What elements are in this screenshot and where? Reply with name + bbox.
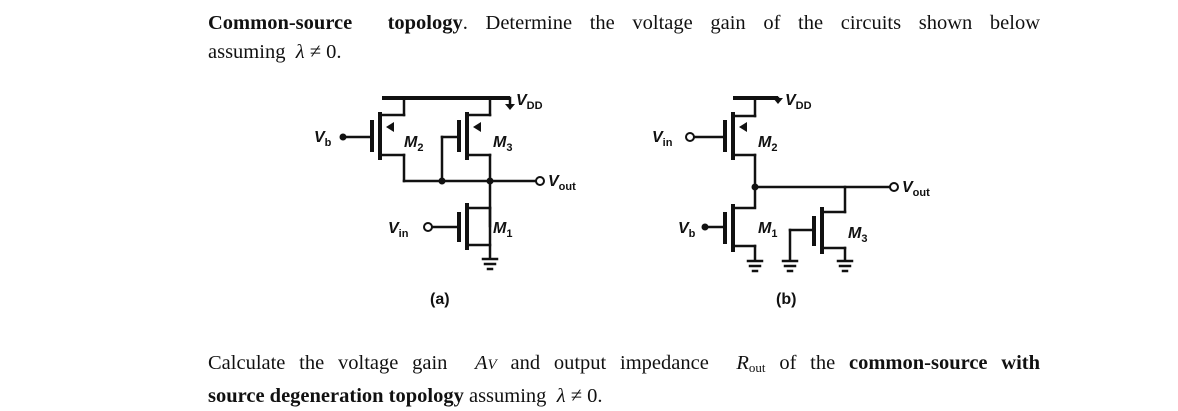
svg-text:Vout: Vout	[548, 173, 576, 193]
svg-text:Vout: Vout	[902, 179, 930, 199]
circuit-b: VDD Vin M2 Vout Vb M1	[652, 92, 930, 308]
svg-text:Vb: Vb	[678, 220, 696, 240]
svg-text:VDD: VDD	[785, 92, 812, 112]
svg-text:M1: M1	[493, 220, 512, 240]
svg-text:M3: M3	[493, 134, 512, 154]
svg-text:(a): (a)	[430, 291, 450, 308]
problem-1-heading: Common-source topology	[208, 12, 463, 34]
problem-1-text: Common-source topology. Determine the vo…	[208, 12, 1041, 63]
svg-text:M1: M1	[758, 220, 777, 240]
problem-2-text: Calculate the voltage gain AV and output…	[208, 352, 1041, 407]
svg-text:Vin: Vin	[652, 129, 673, 149]
svg-text:(b): (b)	[776, 291, 796, 308]
svg-text:VDD: VDD	[516, 92, 543, 112]
svg-text:Vin: Vin	[388, 220, 409, 240]
svg-text:M3: M3	[848, 225, 867, 245]
svg-text:M2: M2	[404, 134, 423, 154]
circuit-a: VDD Vb M2 M3 Vout	[314, 92, 576, 308]
svg-text:M2: M2	[758, 134, 777, 154]
svg-text:Vb: Vb	[314, 129, 332, 149]
